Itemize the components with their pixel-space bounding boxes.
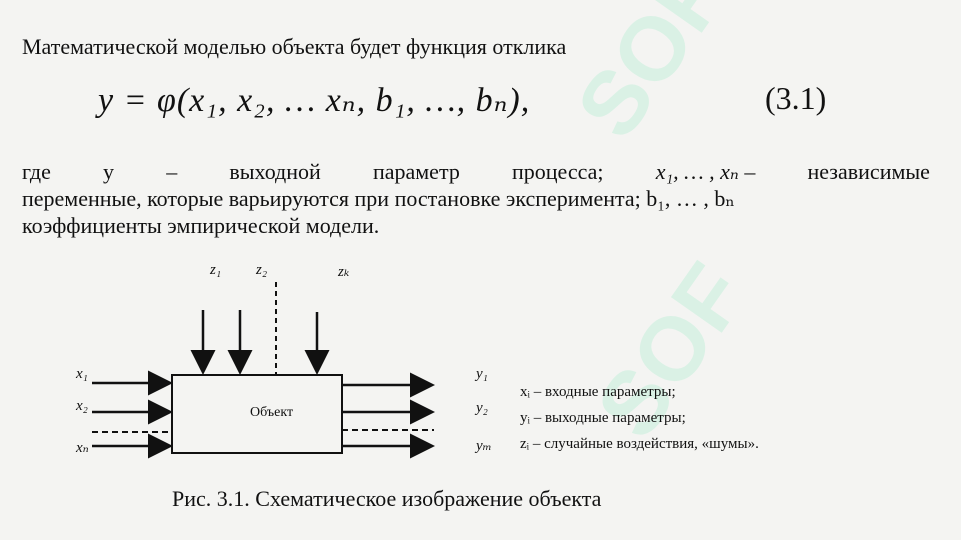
word: независимые xyxy=(807,159,930,184)
zk-label: zₖ xyxy=(338,264,350,280)
ym-label: yₘ xyxy=(476,438,492,454)
paragraph: где у – выходной параметр процесса; x₁, … xyxy=(22,158,930,239)
word: процесса; xyxy=(511,159,604,184)
word: – xyxy=(166,159,178,184)
xn-label: xₙ xyxy=(76,440,89,456)
legend-outputs: yᵢ – выходные параметры; xyxy=(520,410,686,426)
legend-inputs: xᵢ – входные параметры; xyxy=(520,384,676,400)
word: выходной xyxy=(229,159,321,184)
word: где xyxy=(22,159,51,184)
word: параметр xyxy=(372,159,460,184)
paragraph-line-2: переменные, которые варьируются при пост… xyxy=(22,186,735,211)
formula: y = φ(x₁, x₂, … xₙ, b₁, …, bₙ), xyxy=(98,82,531,119)
z1-label: z₁ xyxy=(210,262,222,278)
word: у xyxy=(103,159,115,184)
box-label: Объект xyxy=(250,405,294,420)
paragraph-line-3: коэффициенты эмпирической модели. xyxy=(22,213,380,238)
y2-label: y₂ xyxy=(476,400,488,416)
figure-caption: Рис. 3.1. Схематическое изображение объе… xyxy=(172,486,602,511)
object-box xyxy=(171,374,343,454)
equation-number: (3.1) xyxy=(765,80,827,116)
legend-noise: zᵢ – случайные воздействия, «шумы». xyxy=(520,436,759,452)
x2-label: x₂ xyxy=(76,398,88,414)
word: x₁, … , xₙ – xyxy=(655,159,756,184)
y1-label: y₁ xyxy=(476,366,488,382)
z2-label: z₂ xyxy=(256,262,268,278)
intro-text: Математической моделью объекта будет фун… xyxy=(22,34,567,59)
x1-label: x₁ xyxy=(76,366,88,382)
paragraph-line-1: где у – выходной параметр процесса; x₁, … xyxy=(22,158,930,185)
